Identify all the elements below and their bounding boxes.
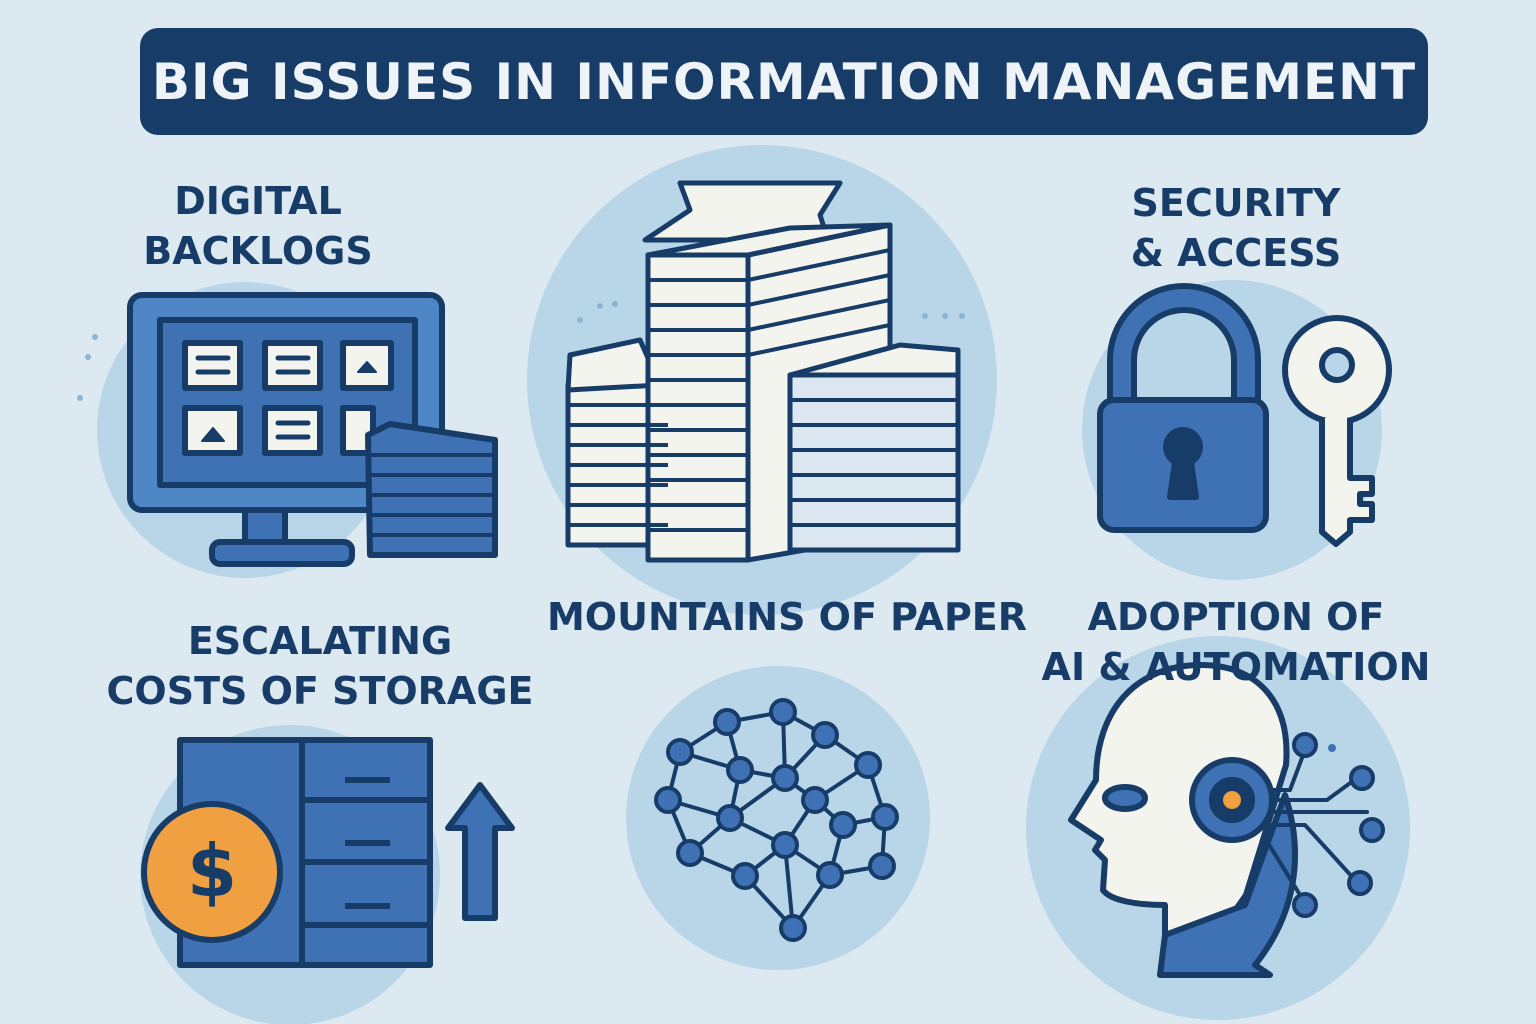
network-node [713, 708, 741, 736]
label-mountains-of-paper: MOUNTAINS OF PAPER [547, 592, 1027, 642]
network-node [779, 914, 807, 942]
network-node [829, 811, 857, 839]
label-digital-backlogs: DIGITAL BACKLOGS [143, 176, 372, 276]
network-node [854, 751, 882, 779]
network-node [816, 861, 844, 889]
network-node [654, 786, 682, 814]
label-line: SECURITY [1131, 181, 1341, 225]
label-line: DIGITAL [174, 179, 342, 223]
page-title: BIG ISSUES IN INFORMATION MANAGEMENT [151, 52, 1417, 111]
label-line: BACKLOGS [143, 229, 373, 273]
network-node [666, 738, 694, 766]
lock-and-key-icon [1097, 283, 1392, 547]
network-node [716, 804, 744, 832]
label-line: MOUNTAINS OF PAPER [546, 595, 1028, 639]
neural-network-icon [654, 698, 899, 942]
network-node [726, 756, 754, 784]
label-line: & ACCESS [1130, 231, 1342, 275]
label-line: COSTS OF STORAGE [106, 669, 534, 713]
storage-cost-icon: $ [141, 737, 515, 968]
decorative-dots [77, 301, 1336, 752]
bg-circle [626, 666, 930, 970]
paper-stack-icon [565, 180, 961, 563]
network-node [871, 803, 899, 831]
network-node [771, 764, 799, 792]
network-node [731, 862, 759, 890]
network-node [868, 852, 896, 880]
network-node [811, 721, 839, 749]
network-node [769, 698, 797, 726]
label-ai-automation: ADOPTION OF AI & AUTOMATION [1042, 592, 1431, 692]
label-line: ESCALATING [187, 619, 453, 663]
network-node [801, 786, 829, 814]
label-security-access: SECURITY & ACCESS [1131, 178, 1342, 278]
network-node [676, 839, 704, 867]
monitor-with-files-icon [127, 292, 498, 567]
title-banner: BIG ISSUES IN INFORMATION MANAGEMENT [140, 28, 1428, 135]
network-node [771, 831, 799, 859]
ai-head-icon [1068, 662, 1385, 978]
label-line: AI & AUTOMATION [1041, 645, 1431, 689]
label-escalating-costs: ESCALATING COSTS OF STORAGE [107, 616, 534, 716]
svg-text:$: $ [187, 829, 237, 913]
label-line: ADOPTION OF [1087, 595, 1385, 639]
